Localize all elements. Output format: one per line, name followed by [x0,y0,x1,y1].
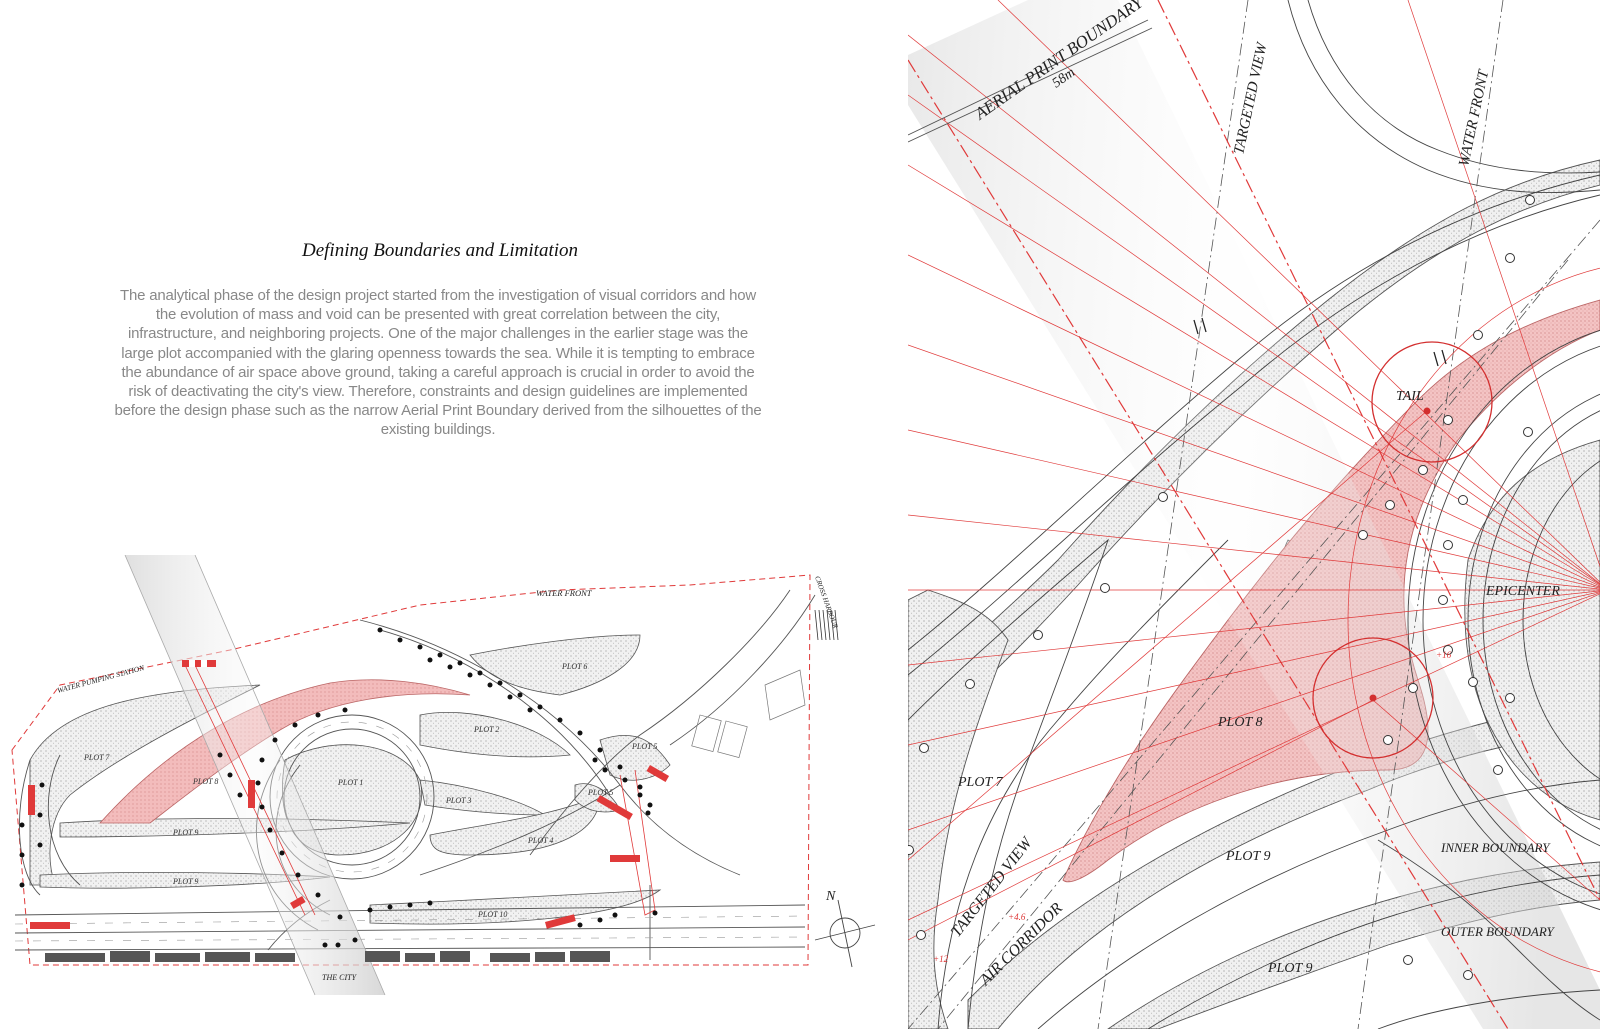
article-title: Defining Boundaries and Limitation [301,240,579,261]
label-elev-1: +4.6 [1008,912,1026,922]
column-dots [19,627,658,948]
label-plot-2: PLOT 2 [473,725,499,734]
article-body: The analytical phase of the design proje… [114,287,762,439]
targeted-view-lines [908,0,1600,1029]
plots-hatch [29,634,671,925]
red-markers [28,660,670,929]
site-plan: N WATER FRONT CROSS HARBOUR WATER PUMPIN… [11,555,876,996]
label-elev-3: +16 [1436,650,1452,660]
label-inner-boundary: INNER BOUNDARY [1440,840,1551,855]
label-water-front: WATER FRONT [536,588,593,598]
label-plot-9b: PLOT 9 [1267,961,1312,976]
label-plot-4: PLOT 4 [527,836,553,845]
aerial-boundary-edge [908,0,1600,1029]
detail-roads [908,0,1600,1029]
city-silhouettes [45,951,610,962]
break-marks [1193,317,1447,367]
label-water-front: WATER FRONT [1456,67,1492,168]
label-cross-harbour: CROSS HARBOUR [813,575,840,630]
label-outer-boundary: OUTER BOUNDARY [1441,924,1556,939]
label-plot-9a: PLOT 9 [1225,849,1270,864]
cross-harbour-hatch [814,609,839,641]
label-plot-8: PLOT 8 [192,777,218,786]
view-rays [908,0,1600,973]
label-epicenter: EPICENTER [1485,584,1560,599]
focus-circles [1312,341,1493,759]
label-the-city: THE CITY [322,973,358,982]
label-plot-5b: PLOT 5 [587,788,613,797]
label-plot-6: PLOT 6 [561,662,587,671]
site-boundary [11,574,811,966]
north-arrow-icon: N [814,889,876,968]
north-label: N [825,889,836,904]
label-tail: TAIL [1396,389,1424,404]
label-plot-7: PLOT 7 [83,753,110,762]
label-elev-2: +12 [933,954,949,964]
label-plot-10: PLOT 10 [477,910,507,919]
label-targeted-view-top: TARGETED VIEW [1231,40,1271,156]
label-water-pumping-station: WATER PUMPING STATION [56,663,146,695]
plot-node [1369,694,1377,702]
label-plot-9b: PLOT 9 [172,877,198,886]
tail-node [1423,407,1431,415]
detail-plan: AERIAL PRINT BOUNDARY 58m TARGETED VIEW … [908,0,1600,1029]
label-plot-1: PLOT 1 [337,778,363,787]
label-plot-3: PLOT 3 [445,796,471,805]
label-plot-7: PLOT 7 [957,775,1003,790]
label-plot-8: PLOT 8 [1217,715,1262,730]
courts [691,669,806,759]
detail-aerial-band [908,0,1600,1029]
detail-columns [908,195,1535,980]
label-plot-5a: PLOT 5 [631,742,657,751]
label-plot-9a: PLOT 9 [172,828,198,837]
